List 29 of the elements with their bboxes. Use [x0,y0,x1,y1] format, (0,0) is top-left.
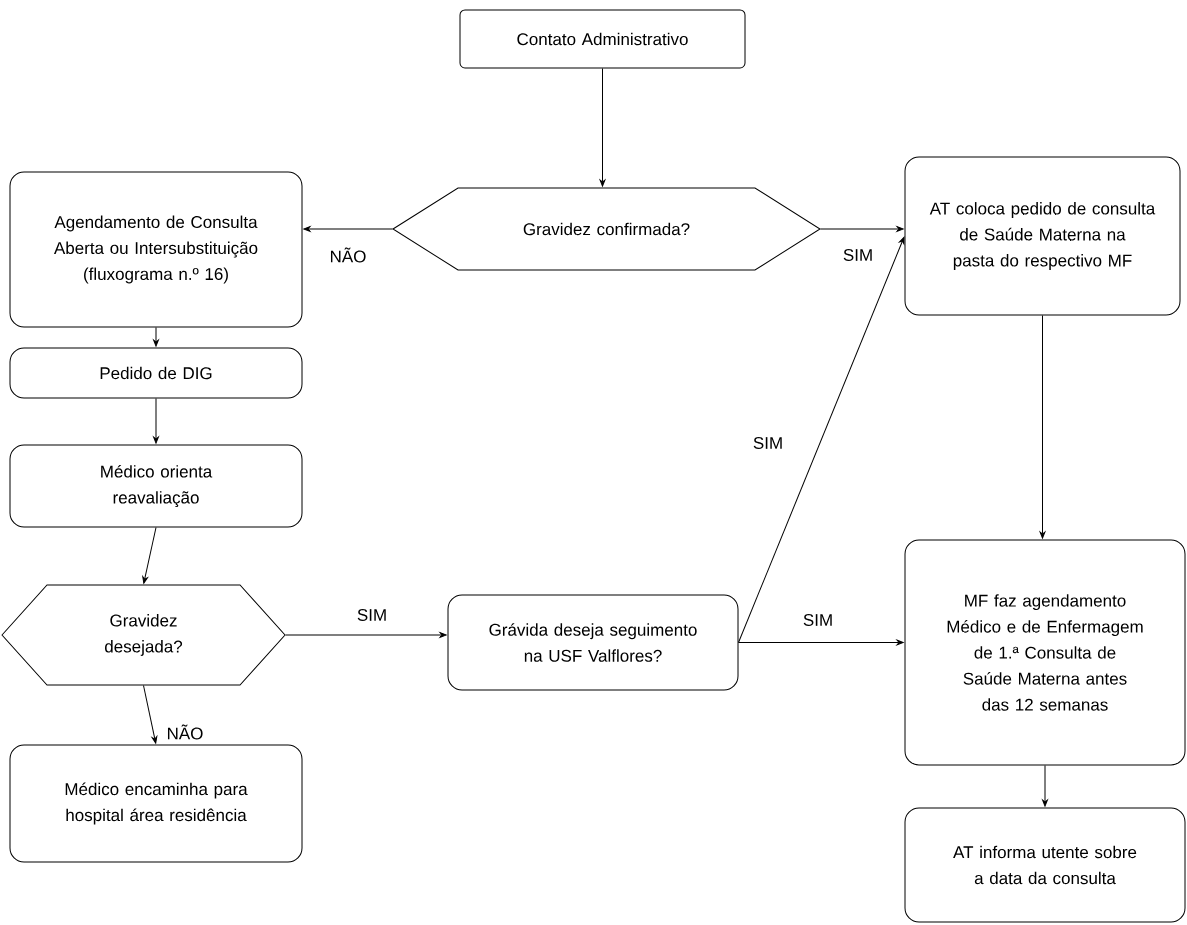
process-box: Agendamento de Consulta Aberta ou Intersubstituição (fluxograma n.º 16) [9,171,303,328]
arrow [143,685,158,744]
arrow [285,632,447,638]
arrow [153,327,159,347]
edge-label: SIM [753,436,782,449]
process-box: AT coloca pedido de consulta de Saúde Materna na pasta do respectivo MF [904,156,1181,316]
edge-label: NÃO [168,724,203,740]
edge-label: SIM [803,613,832,626]
edge-label: NÃO [331,247,366,263]
arrow [153,398,159,444]
arrow [142,527,157,584]
arrow [738,639,904,646]
arrow [599,68,606,187]
process-box: Médico orienta reavaliação [9,444,303,528]
decision-hexagon: Gravidez desejada? [1,584,286,686]
process-box: MF faz agendamento Médico e de Enfermagem de 1.ª Consulta de Saúde Materna antes das 12 semanas [904,539,1186,766]
process-box: Grávida deseja seguimento na USF Valflores? [447,594,739,691]
arrow [1039,315,1046,539]
arrow [1042,765,1048,807]
arrow [738,236,905,643]
process-box: Pedido de DIG [9,347,303,399]
edge-label: SIM [843,248,872,261]
arrow [303,226,393,232]
arrow [820,226,904,232]
process-box: Contato Administrativo [459,9,746,69]
process-box: Médico encaminha para hospital área residência [9,744,303,863]
edge-label: SIM [357,608,386,621]
process-box: AT informa utente sobre a data da consulta [904,807,1186,923]
decision-hexagon: Gravidez confirmada? [392,187,821,271]
